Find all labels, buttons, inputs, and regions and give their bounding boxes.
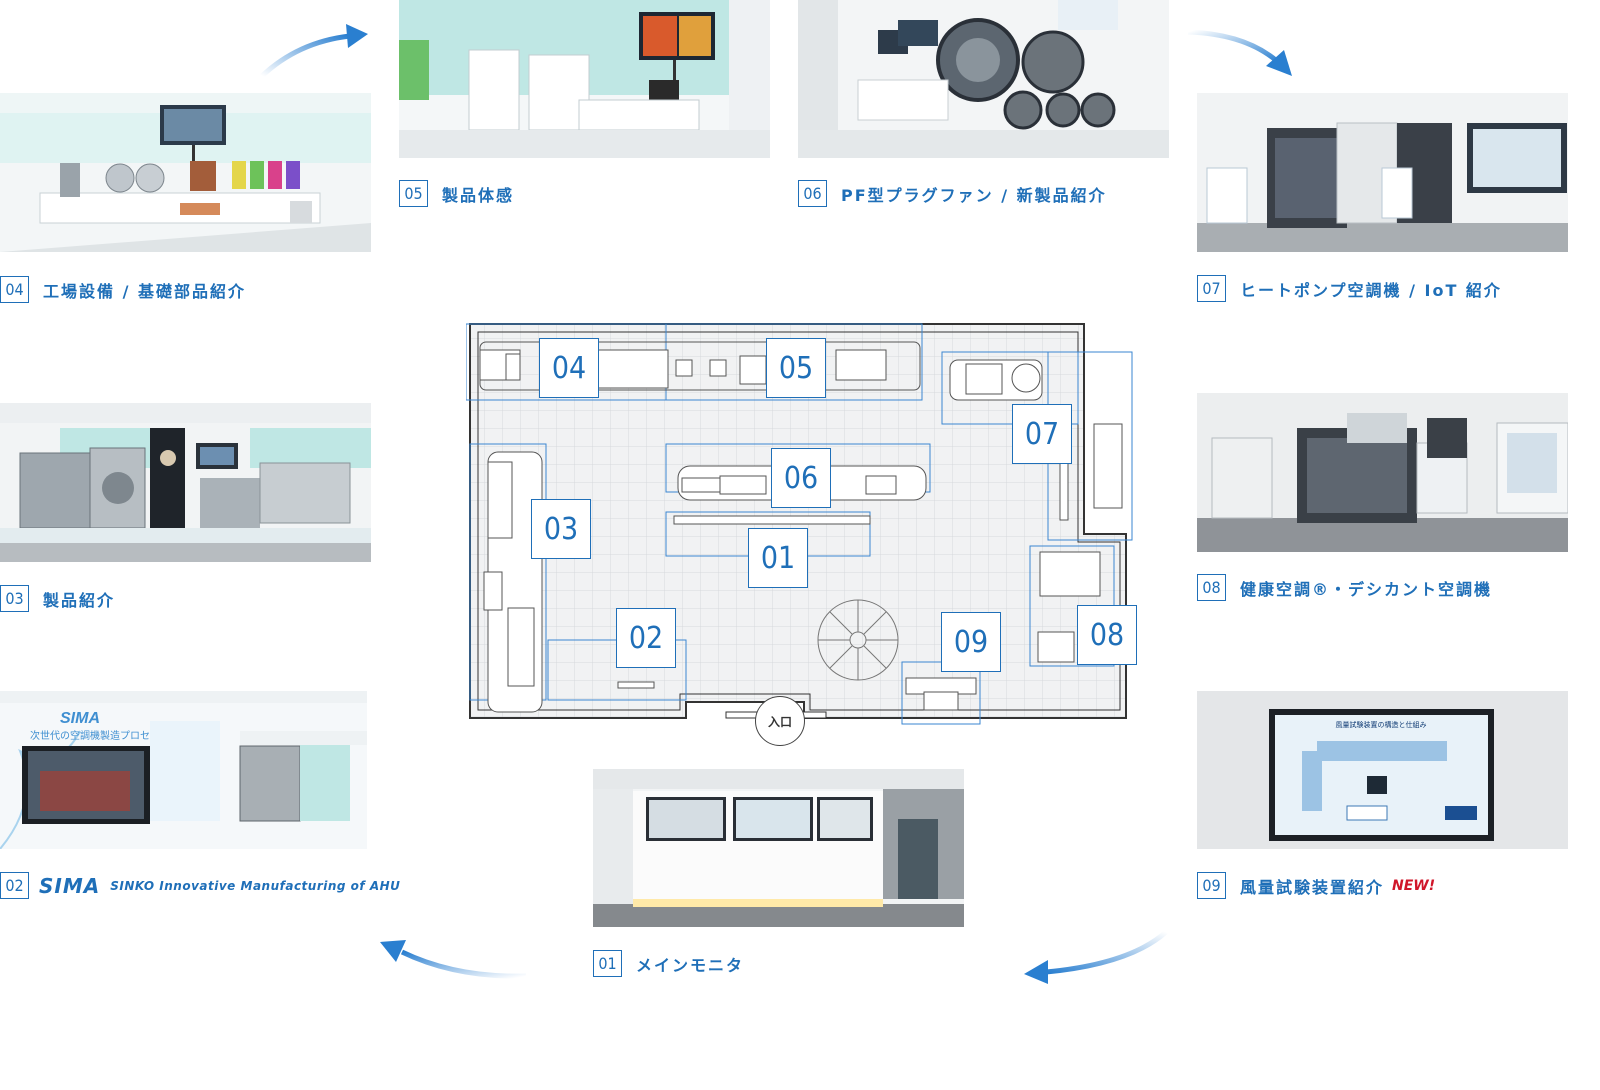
photo-factory-equipment xyxy=(0,93,371,252)
zone-badge-07[interactable]: 07 xyxy=(1012,404,1072,464)
photo-sima: SIMA 次世代の空調機製造プロセス xyxy=(0,691,367,849)
photo-heat-pump xyxy=(1197,93,1568,252)
station-label-03[interactable]: 03 製品紹介 xyxy=(0,585,115,612)
station-number: 01 xyxy=(593,950,622,977)
station-title: 製品体感 xyxy=(442,185,515,205)
station-label-06[interactable]: 06 PF型プラグファン / 新製品紹介 xyxy=(798,180,1107,207)
flow-arrow-06-to-07 xyxy=(1187,29,1292,76)
photo-products xyxy=(0,403,371,562)
photo-screen-title: 風量試験装置の構造と仕組み xyxy=(1336,720,1427,729)
zone-badge-08[interactable]: 08 xyxy=(1077,605,1137,665)
new-badge: NEW! xyxy=(1392,877,1436,894)
station-title: 製品紹介 xyxy=(43,590,116,610)
station-title: ヒートポンプ空調機 / IoT 紹介 xyxy=(1240,280,1502,300)
photo-main-monitor xyxy=(593,769,964,927)
flow-arrow-09-to-01 xyxy=(1024,930,1168,984)
sima-subtitle: SINKO Innovative Manufacturing of AHU xyxy=(110,878,401,893)
sima-brand: SIMA xyxy=(39,873,101,898)
station-label-04[interactable]: 04 工場設備 / 基礎部品紹介 xyxy=(0,276,246,303)
station-number: 04 xyxy=(0,276,29,303)
station-number: 09 xyxy=(1197,872,1226,899)
station-number: 06 xyxy=(798,180,827,207)
station-number: 03 xyxy=(0,585,29,612)
zone-badge-04[interactable]: 04 xyxy=(539,338,599,398)
station-label-02[interactable]: 02 SIMA SINKO Innovative Manufacturing o… xyxy=(0,872,400,899)
station-number: 02 xyxy=(0,872,29,899)
station-title: 健康空調®・デシカント空調機 xyxy=(1240,579,1493,599)
flow-arrow-04-to-05 xyxy=(260,24,368,78)
station-title: 風量試験装置紹介 xyxy=(1240,877,1385,897)
station-number: 07 xyxy=(1197,275,1226,302)
station-title: PF型プラグファン / 新製品紹介 xyxy=(841,185,1107,205)
photo-desiccant xyxy=(1197,393,1568,552)
station-label-05[interactable]: 05 製品体感 xyxy=(399,180,514,207)
photo-airflow-test: 風量試験装置の構造と仕組み xyxy=(1197,691,1568,849)
zone-badge-03[interactable]: 03 xyxy=(531,499,591,559)
station-label-01[interactable]: 01 メインモニタ xyxy=(593,950,744,977)
zone-badge-06[interactable]: 06 xyxy=(771,448,831,508)
zone-badge-09[interactable]: 09 xyxy=(941,612,1001,672)
zone-badge-05[interactable]: 05 xyxy=(766,338,826,398)
zone-badge-02[interactable]: 02 xyxy=(616,608,676,668)
station-number: 08 xyxy=(1197,574,1226,601)
entrance-marker[interactable]: 入口 xyxy=(755,696,805,746)
photo-plug-fan xyxy=(798,0,1169,158)
station-title: メインモニタ xyxy=(636,955,745,975)
photo-sima-tagline: 次世代の空調機製造プロセス xyxy=(30,729,160,742)
station-label-08[interactable]: 08 健康空調®・デシカント空調機 xyxy=(1197,574,1492,601)
station-label-07[interactable]: 07 ヒートポンプ空調機 / IoT 紹介 xyxy=(1197,275,1502,302)
zone-badge-01[interactable]: 01 xyxy=(748,528,808,588)
station-number: 05 xyxy=(399,180,428,207)
station-title: 工場設備 / 基礎部品紹介 xyxy=(43,281,246,301)
flow-arrow-01-to-02 xyxy=(380,940,527,979)
station-label-09[interactable]: 09 風量試験装置紹介 NEW! xyxy=(1197,872,1435,899)
photo-sima-logo: SIMA xyxy=(60,710,100,727)
photo-product-experience xyxy=(399,0,770,158)
